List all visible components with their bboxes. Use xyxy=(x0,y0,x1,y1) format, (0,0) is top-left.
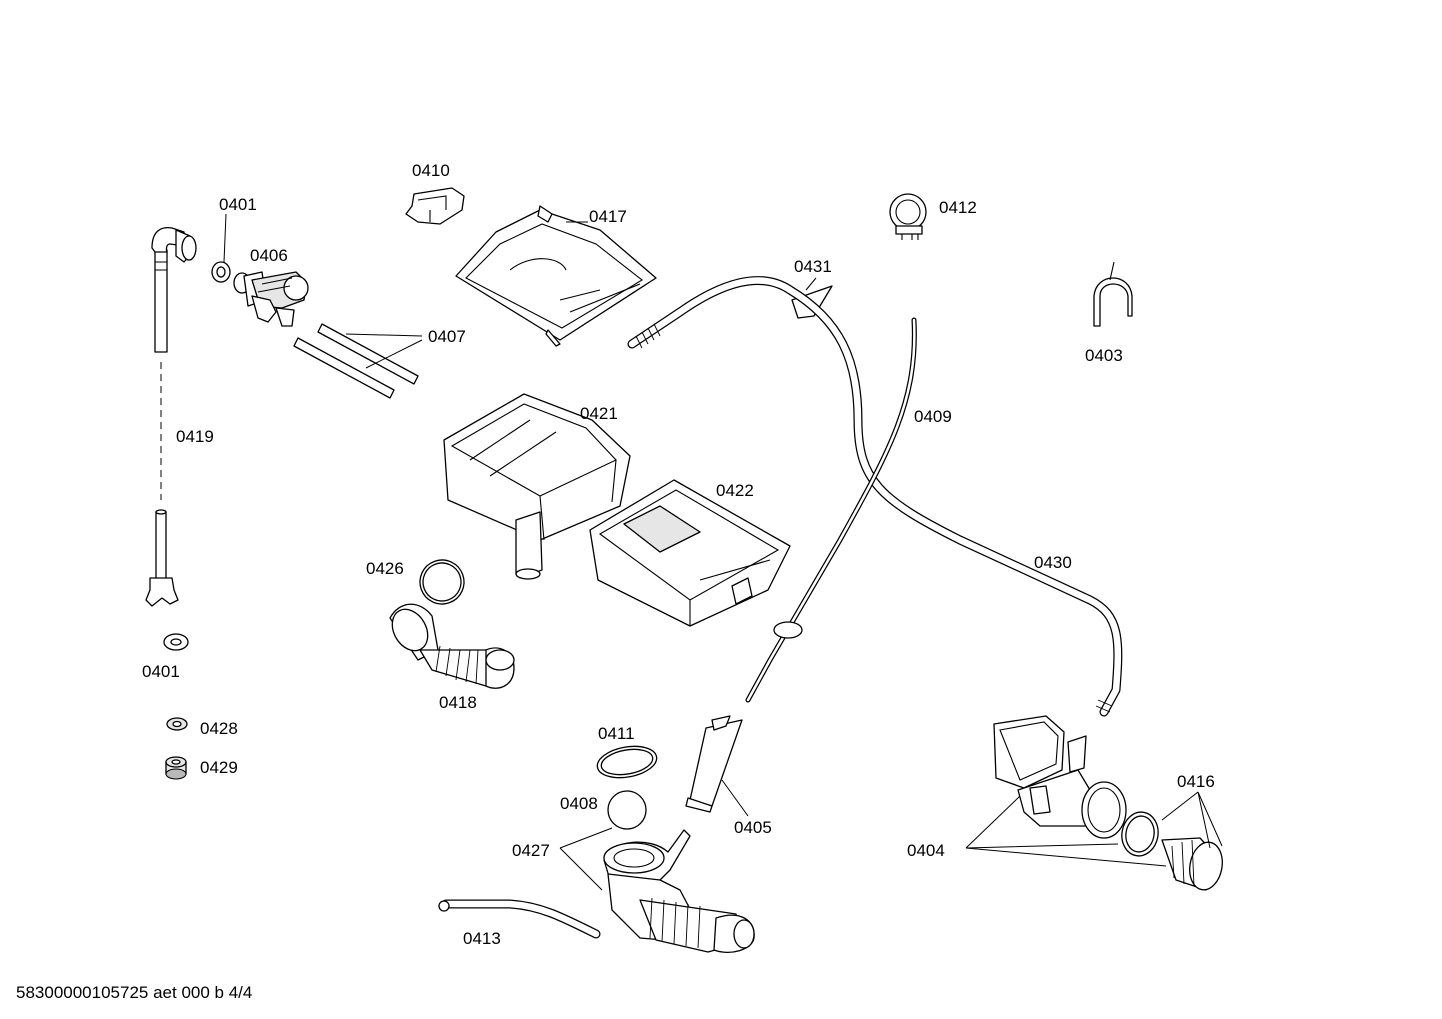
part-0403-hose-holder xyxy=(1093,261,1133,327)
label-0403: 0403 xyxy=(1085,346,1123,365)
label-0412: 0412 xyxy=(939,198,977,217)
part-0405-sensor xyxy=(685,715,749,817)
label-0430: 0430 xyxy=(1034,553,1072,572)
part-0406-inlet-valve xyxy=(233,271,309,327)
label-0429: 0429 xyxy=(200,758,238,777)
label-0418: 0418 xyxy=(439,693,477,712)
part-0421-dispenser-drawer xyxy=(443,393,631,580)
label-0401-top: 0401 xyxy=(219,195,257,214)
part-0422-drawer-insert xyxy=(589,479,791,627)
label-0421: 0421 xyxy=(580,404,618,423)
part-0429-nut xyxy=(165,756,187,780)
label-0407: 0407 xyxy=(428,327,466,346)
part-0411-o-ring xyxy=(596,745,658,779)
label-0422: 0422 xyxy=(716,481,754,500)
document-code: 58300000105725 aet 000 b 4/4 xyxy=(16,983,252,1002)
part-0404-drain-pump xyxy=(965,715,1167,867)
label-0413: 0413 xyxy=(463,929,501,948)
label-0408: 0408 xyxy=(560,794,598,813)
part-0401-seal-bottom xyxy=(163,633,189,651)
part-0426-o-ring xyxy=(419,559,465,605)
part-0413-small-hose xyxy=(438,899,601,939)
part-0412-pressure-switch xyxy=(889,193,927,240)
part-0427-sump xyxy=(559,827,755,953)
label-0405: 0405 xyxy=(734,818,772,837)
part-0417-dispenser-cover xyxy=(455,205,657,347)
label-0409: 0409 xyxy=(914,407,952,426)
part-0410-bracket xyxy=(405,187,465,225)
label-0411: 0411 xyxy=(598,724,635,743)
label-0417: 0417 xyxy=(589,207,627,226)
label-0404: 0404 xyxy=(907,841,945,860)
label-0428: 0428 xyxy=(200,719,238,738)
label-0431: 0431 xyxy=(794,257,832,276)
label-0427: 0427 xyxy=(512,841,550,860)
part-0418-bellows-hose xyxy=(389,603,515,689)
part-0430-hose xyxy=(627,276,1123,717)
label-0401-bottom: 0401 xyxy=(142,662,180,681)
label-0426: 0426 xyxy=(366,559,404,578)
part-0428-washer xyxy=(166,717,188,731)
label-0406: 0406 xyxy=(250,246,288,265)
part-0401-seal-top xyxy=(211,213,231,283)
label-0416: 0416 xyxy=(1177,772,1215,791)
part-0416-filter xyxy=(1121,791,1223,891)
part-0408-ball xyxy=(607,790,647,830)
label-0419: 0419 xyxy=(176,427,214,446)
label-0410: 0410 xyxy=(412,161,450,180)
part-0407-tubes xyxy=(293,323,423,399)
part-0409-rod xyxy=(745,317,917,703)
part-0419-inlet-hose xyxy=(145,226,197,607)
